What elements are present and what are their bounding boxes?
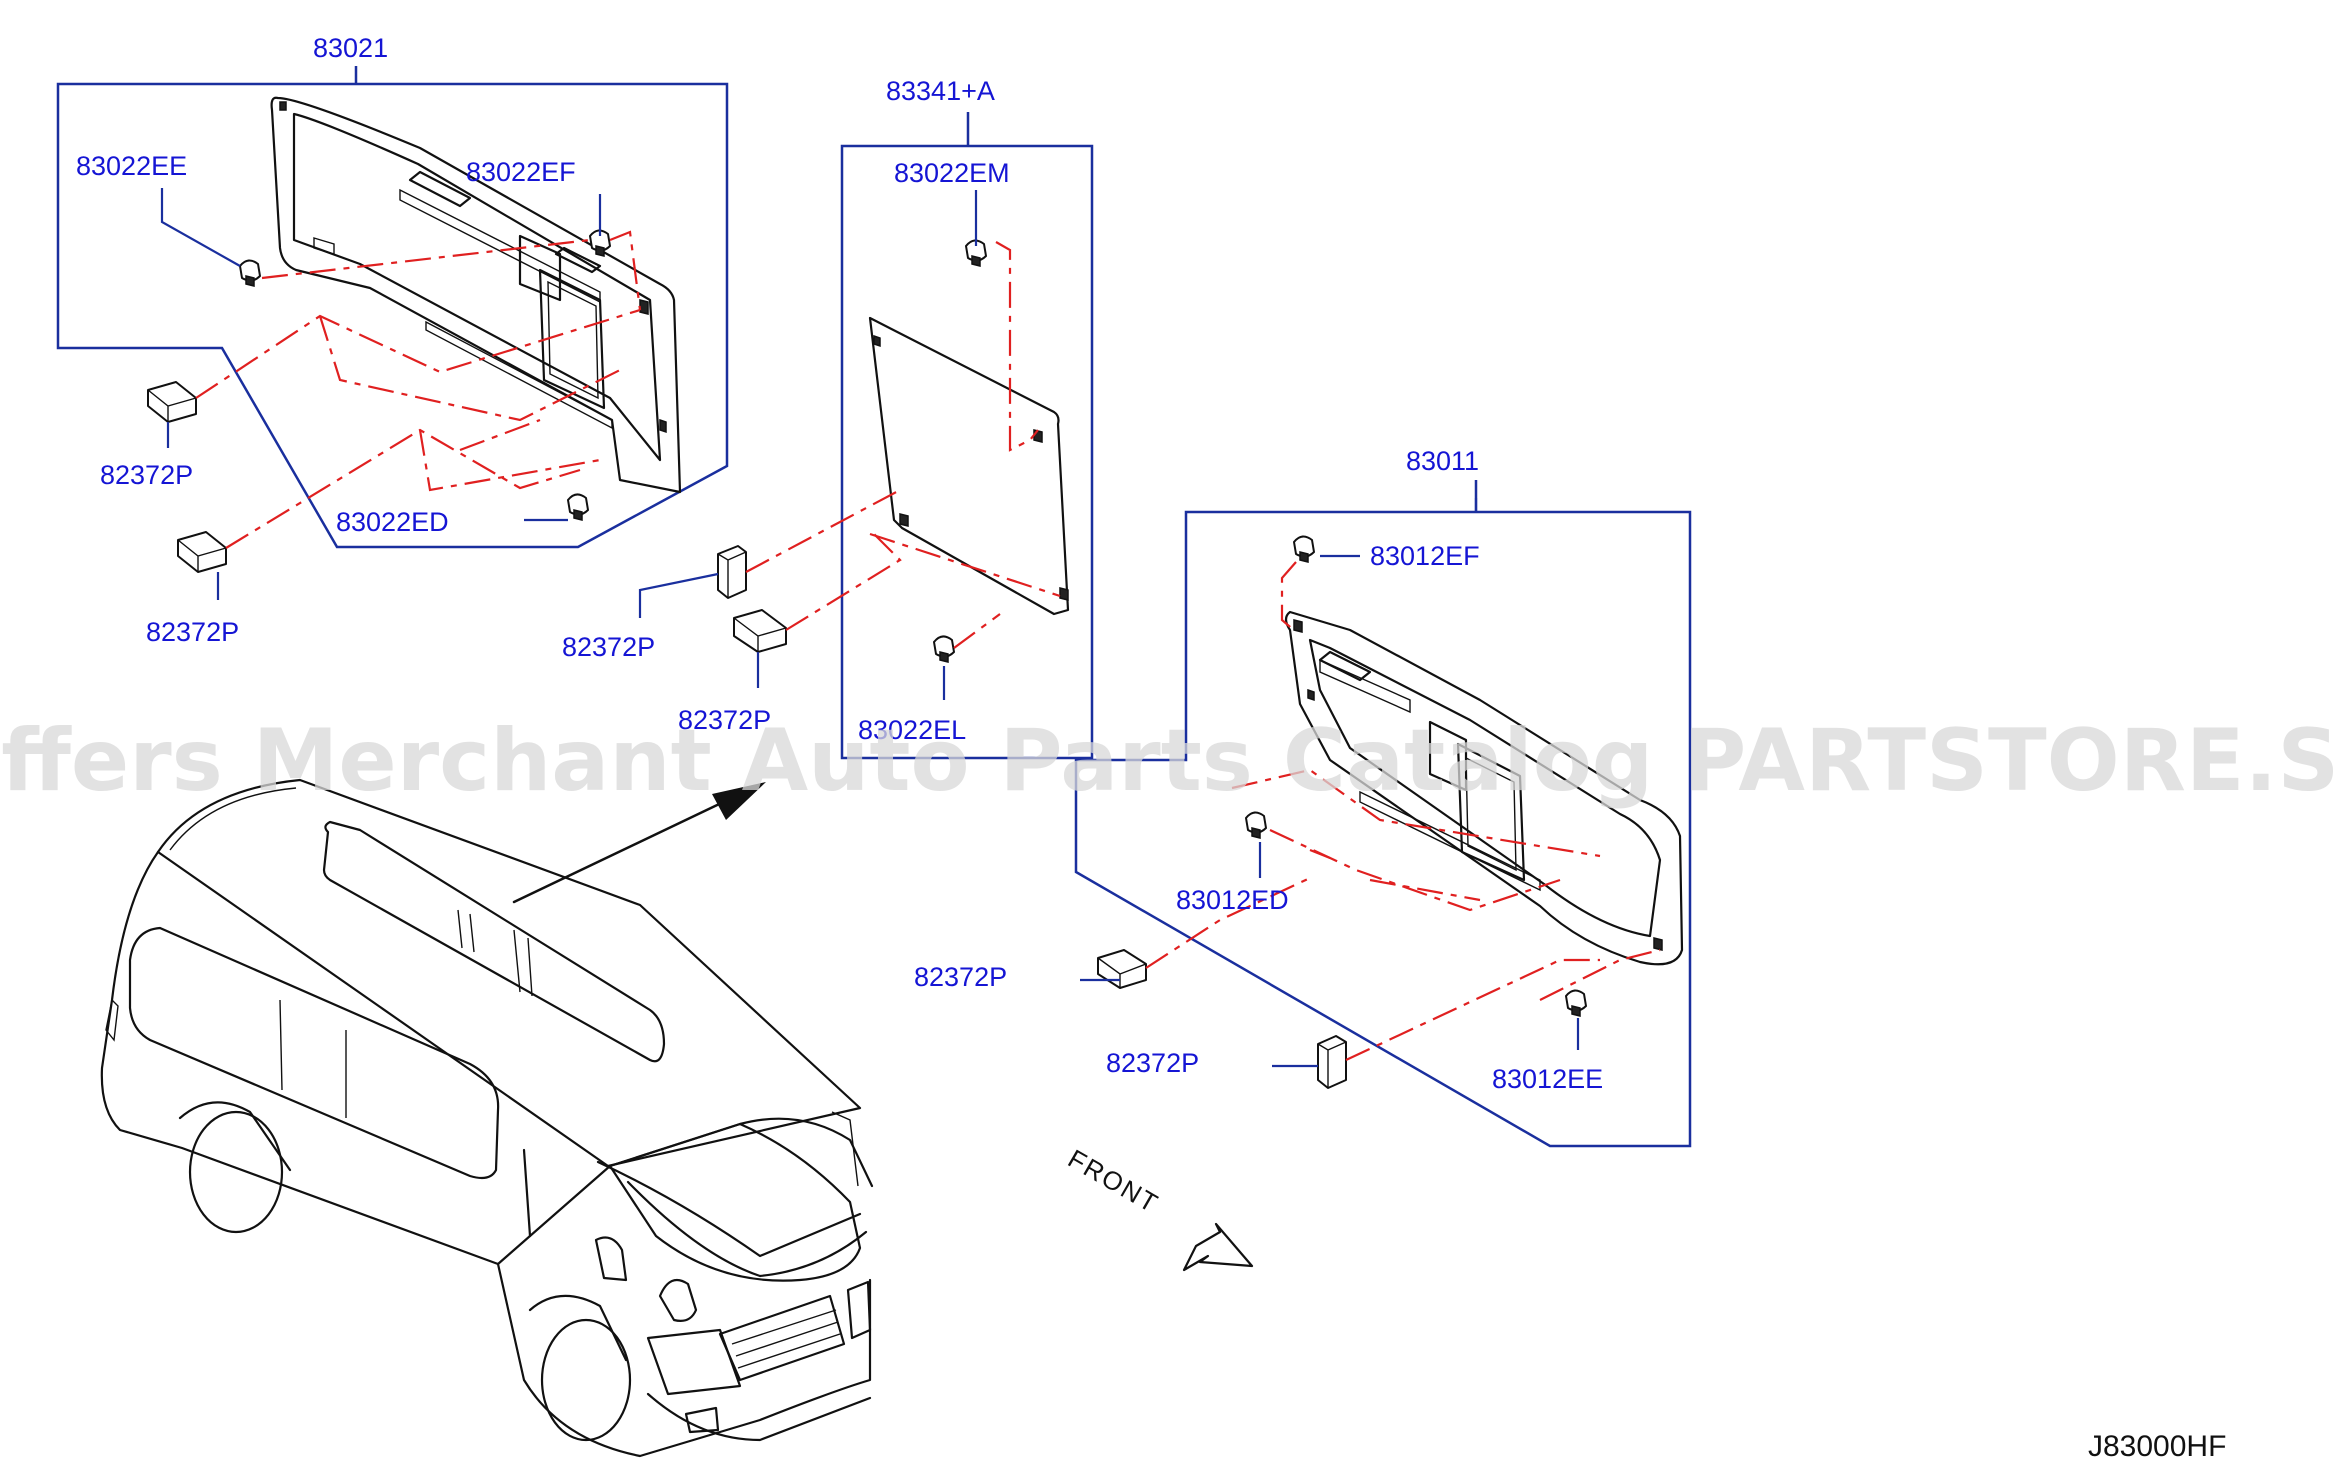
label-83022EE: 83022EE bbox=[76, 151, 187, 181]
block-82372P-d bbox=[733, 609, 787, 653]
block-82372P-f bbox=[1317, 1035, 1347, 1089]
label-83022ED: 83022ED bbox=[336, 507, 449, 537]
label-83011: 83011 bbox=[1406, 446, 1479, 476]
block-82372P-c bbox=[717, 545, 747, 599]
label-83341A: 83341+A bbox=[886, 76, 995, 106]
front-label: FRONT bbox=[1063, 1143, 1164, 1219]
side-trim-panel-83021 bbox=[270, 96, 682, 494]
label-83022EM: 83022EM bbox=[894, 158, 1010, 188]
label-82372P-d: 82372P bbox=[678, 705, 771, 735]
group-box-83011 bbox=[1074, 480, 1692, 1148]
group-box-83021 bbox=[56, 66, 729, 549]
van-illustration bbox=[100, 778, 874, 1458]
clip-83012EF bbox=[1293, 535, 1315, 563]
watermark: Offers Merchant Auto Parts Catalog PARTS… bbox=[0, 711, 2334, 811]
clip-83022EM bbox=[965, 239, 987, 267]
label-83012ED: 83012ED bbox=[1176, 885, 1289, 915]
label-83022EF: 83022EF bbox=[466, 157, 576, 187]
block-82372P-a bbox=[147, 381, 197, 423]
clip-83022ED bbox=[567, 493, 589, 521]
label-82372P-b: 82372P bbox=[146, 617, 239, 647]
group-83011 bbox=[1074, 480, 1692, 1148]
label-82372P-f: 82372P bbox=[1106, 1048, 1199, 1078]
glass-panel-83341 bbox=[868, 316, 1070, 616]
group-83341A bbox=[638, 112, 1094, 760]
group-box-83341A bbox=[840, 112, 1094, 760]
block-82372P-e bbox=[1097, 949, 1147, 989]
label-82372P-c: 82372P bbox=[562, 632, 655, 662]
label-83022EL: 83022EL bbox=[858, 715, 966, 745]
front-direction bbox=[1182, 1222, 1254, 1272]
group-83021 bbox=[56, 66, 729, 600]
diagram-code: J83000HF bbox=[2088, 1430, 2226, 1463]
block-82372P-b bbox=[177, 531, 227, 573]
clip-83012ED bbox=[1245, 811, 1267, 839]
front-arrow-icon bbox=[1182, 1222, 1254, 1272]
label-83021: 83021 bbox=[313, 33, 388, 63]
clip-83022EL bbox=[933, 635, 955, 663]
pointer-arrow-icon bbox=[712, 782, 766, 820]
label-82372P-e: 82372P bbox=[914, 962, 1007, 992]
clip-83022EE bbox=[239, 259, 261, 287]
clip-83022EF bbox=[589, 229, 611, 257]
label-82372P-a: 82372P bbox=[100, 460, 193, 490]
side-trim-panel-83011 bbox=[1284, 610, 1684, 966]
label-83012EF: 83012EF bbox=[1370, 541, 1480, 571]
clip-83012EE bbox=[1565, 989, 1587, 1017]
label-83012EE: 83012EE bbox=[1492, 1064, 1603, 1094]
